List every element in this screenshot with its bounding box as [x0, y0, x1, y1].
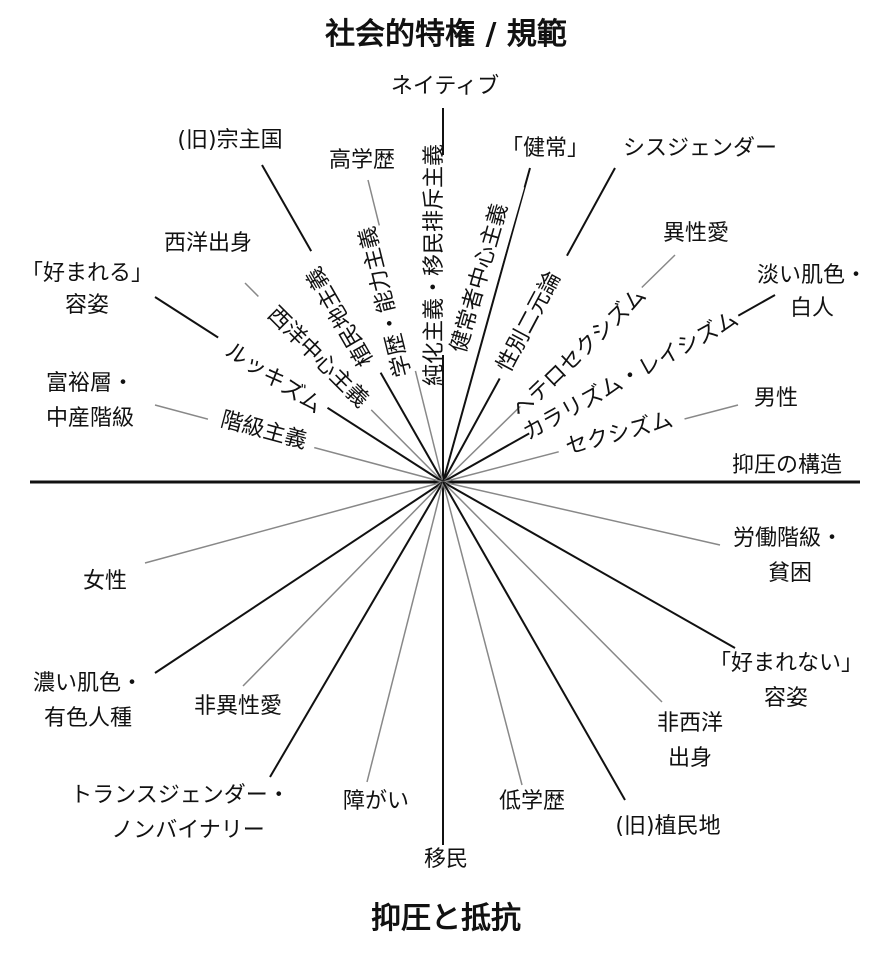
line-former-colony [442, 481, 626, 801]
label-wealthy-2: 中産階級 [46, 406, 134, 431]
label-heterosexual: 異性愛 [663, 221, 729, 246]
line-dark-skin [154, 481, 444, 674]
label-low-education: 低学歴 [499, 789, 565, 814]
label-preferred-appearance-1: 「好まれる」 [21, 261, 153, 286]
label-working-class-1: 労働階級・ [733, 526, 843, 551]
label-light-skin-1: 淡い肌色・ [757, 263, 867, 288]
label-trans-2: ノンバイナリー [111, 818, 265, 843]
label-purism-xenophobia: 純化主義・移民排斥主義 [422, 144, 447, 386]
label-non-western-2: 出身 [668, 746, 712, 771]
line-unpreferred-appearance [442, 481, 736, 649]
label-trans-1: トランスジェンダー・ [70, 783, 290, 808]
label-light-skin-2: 白人 [790, 296, 834, 321]
label-immigrant: 移民 [424, 847, 468, 872]
label-preferred-appearance-2: 容姿 [65, 293, 109, 318]
line-working-class [442, 481, 721, 546]
structure-line-label: 抑圧の構造 [732, 453, 842, 478]
top-title: 社会的特権 / 規範 [325, 17, 567, 52]
label-higher-education: 高学歴 [329, 148, 395, 173]
line-trans [269, 481, 444, 778]
line-low-education [442, 481, 523, 786]
line-disability [366, 481, 444, 783]
label-western-origin: 西洋出身 [164, 231, 252, 256]
label-working-class-2: 貧困 [768, 561, 812, 586]
label-male: 男性 [754, 386, 798, 411]
label-women: 女性 [83, 569, 127, 594]
label-disability: 障がい [343, 789, 409, 814]
line-healthy [442, 167, 531, 483]
label-dark-skin-1: 濃い肌色・ [33, 671, 143, 696]
label-cisgender: シスジェンダー [623, 136, 777, 161]
label-former-colonizer: (旧)宗主国 [177, 128, 282, 153]
line-non-heterosexual [242, 481, 444, 687]
label-wealthy-1: 富裕層・ [46, 371, 134, 396]
label-former-colony: (旧)植民地 [615, 814, 720, 839]
line-non-western [442, 481, 663, 703]
label-native: ネイティブ [391, 74, 499, 99]
label-unpreferred-appearance-2: 容姿 [764, 686, 808, 711]
label-non-western-1: 非西洋 [657, 711, 723, 736]
label-non-heterosexual: 非異性愛 [194, 694, 282, 719]
label-dark-skin-2: 有色人種 [44, 706, 132, 731]
line-women [144, 481, 444, 564]
label-unpreferred-appearance-1: 「好まれない」 [709, 651, 863, 676]
bottom-title: 抑圧と抵抗 [371, 901, 521, 936]
label-classism: 階級主義 [218, 407, 309, 454]
lower-lines [144, 481, 736, 845]
label-healthy: 「健常」 [501, 136, 589, 161]
ism-labels: 純化主義・移民排斥主義 学歴・能力主義 植民地主義 健常者中心主義 性別二元論 … [204, 144, 746, 464]
